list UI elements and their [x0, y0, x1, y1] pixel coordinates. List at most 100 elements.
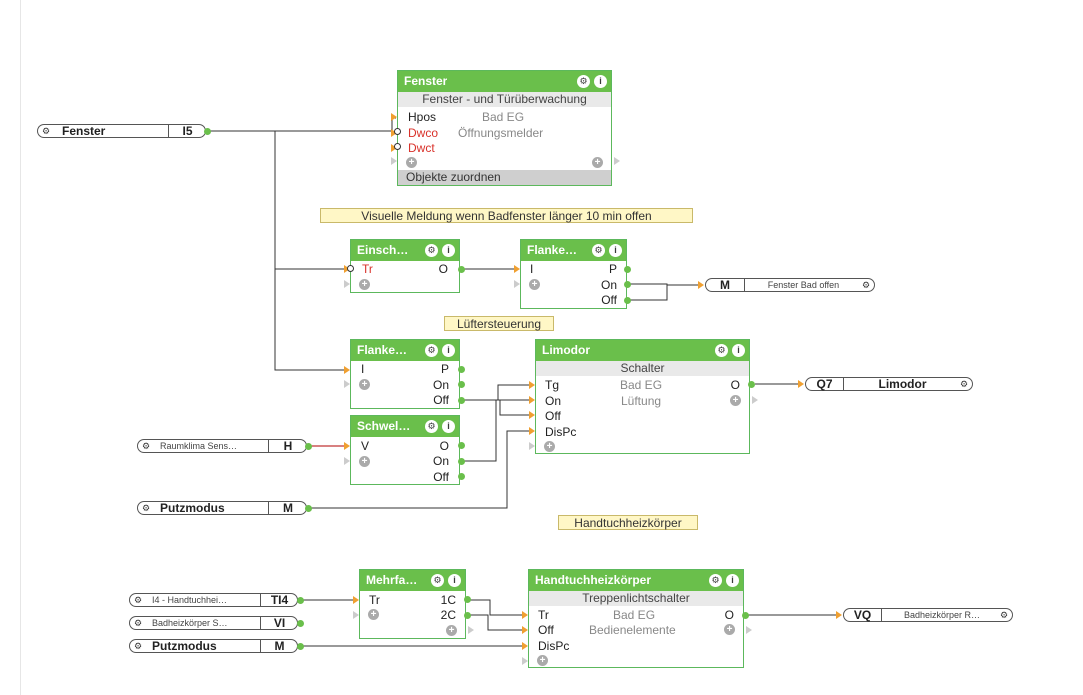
gear-icon[interactable]: ⚙	[141, 441, 151, 451]
plus-icon[interactable]: +	[359, 456, 370, 467]
output-1c[interactable]: 1C	[440, 593, 456, 607]
object-raumklima[interactable]: ⚙ Raumklima Sens… H	[137, 439, 307, 453]
plus-icon[interactable]: +	[359, 379, 370, 390]
plus-icon[interactable]: +	[368, 609, 379, 620]
block-header[interactable]: Limodor ⚙ i	[536, 340, 749, 361]
output-dot[interactable]	[464, 612, 471, 619]
input-pin[interactable]	[798, 380, 804, 388]
info-icon[interactable]: i	[732, 344, 745, 357]
input-i[interactable]: I	[530, 262, 534, 276]
plus-icon[interactable]: +	[730, 395, 741, 406]
gear-icon[interactable]: ⚙	[141, 503, 151, 513]
gear-icon[interactable]: ⚙	[425, 420, 438, 433]
gear-icon[interactable]: ⚙	[709, 574, 722, 587]
block-limodor[interactable]: Limodor ⚙ i Schalter Tg On Off DisPc Bad…	[535, 339, 750, 454]
gear-icon[interactable]: ⚙	[133, 595, 143, 605]
gear-icon[interactable]: ⚙	[425, 244, 438, 257]
block-handtuch[interactable]: Handtuchheizkörper ⚙ i Treppenlichtschal…	[528, 569, 744, 668]
input-i[interactable]: I	[361, 362, 365, 376]
output-2c[interactable]: 2C	[440, 608, 456, 622]
object-putzmodus-1[interactable]: ⚙ Putzmodus M	[137, 501, 307, 515]
plus-icon[interactable]: +	[592, 157, 603, 168]
gear-icon[interactable]: ⚙	[133, 618, 143, 628]
info-icon[interactable]: i	[726, 574, 739, 587]
block-header[interactable]: Einsch… ⚙ i	[351, 240, 459, 261]
output-off[interactable]: Off	[433, 470, 449, 484]
output-dot[interactable]	[458, 381, 465, 388]
gear-icon[interactable]: ⚙	[715, 344, 728, 357]
input-dwct[interactable]: Dwct	[408, 141, 435, 155]
block-header[interactable]: Schwel… ⚙ i	[351, 416, 459, 437]
output-o[interactable]: O	[730, 378, 740, 392]
input-hpos[interactable]: Hpos	[408, 110, 437, 124]
block-header[interactable]: Mehrfa… ⚙ i	[360, 570, 465, 591]
gear-icon[interactable]: ⚙	[41, 126, 51, 136]
object-limodor-output[interactable]: Q7 Limodor ⚙	[805, 377, 973, 391]
gear-icon[interactable]: ⚙	[861, 280, 871, 290]
output-dot[interactable]	[297, 597, 304, 604]
input-pin[interactable]	[353, 596, 359, 604]
assign-objects-button[interactable]: Objekte zuordnen	[398, 170, 611, 185]
block-fenster[interactable]: Fenster ⚙ i Fenster - und Türüberwachung…	[397, 70, 612, 186]
input-pin[interactable]	[529, 411, 535, 419]
input-pin[interactable]	[522, 626, 528, 634]
input-pin-empty[interactable]	[344, 380, 350, 388]
input-pin[interactable]	[836, 611, 842, 619]
gear-icon[interactable]: ⚙	[425, 344, 438, 357]
output-on[interactable]: On	[600, 278, 617, 292]
output-pin-empty[interactable]	[752, 396, 758, 404]
plus-icon[interactable]: +	[544, 441, 555, 452]
block-header[interactable]: Flanke… ⚙ i	[521, 240, 626, 261]
block-header[interactable]: Handtuchheizkörper ⚙ i	[529, 570, 743, 591]
plus-icon[interactable]: +	[406, 157, 417, 168]
output-dot[interactable]	[624, 281, 631, 288]
output-dot[interactable]	[458, 397, 465, 404]
output-dot[interactable]	[464, 596, 471, 603]
output-dot[interactable]	[748, 381, 755, 388]
output-dot[interactable]	[458, 266, 465, 273]
input-on[interactable]: On	[545, 394, 562, 408]
block-schwellwert[interactable]: Schwel… ⚙ i V O On Off +	[350, 415, 460, 485]
output-dot[interactable]	[305, 505, 312, 512]
object-fenster-bad-offen[interactable]: M Fenster Bad offen ⚙	[705, 278, 875, 292]
output-dot[interactable]	[624, 266, 631, 273]
output-pin-empty[interactable]	[614, 157, 620, 165]
info-icon[interactable]: i	[442, 244, 455, 257]
object-badheizkoerper-s[interactable]: ⚙ Badheizkörper S… VI	[129, 616, 298, 630]
output-p[interactable]: P	[440, 362, 449, 376]
output-dot[interactable]	[458, 366, 465, 373]
gear-icon[interactable]: ⚙	[577, 75, 590, 88]
output-dot[interactable]	[742, 612, 749, 619]
input-pin-empty[interactable]	[514, 280, 520, 288]
object-fenster-input[interactable]: ⚙ Fenster I5	[37, 124, 206, 138]
output-dot[interactable]	[204, 128, 211, 135]
output-on[interactable]: On	[432, 454, 449, 468]
output-off[interactable]: Off	[601, 293, 617, 307]
input-pin-empty[interactable]	[353, 611, 359, 619]
block-flanke-2[interactable]: Flanke… ⚙ i I P On Off +	[350, 339, 460, 409]
input-dispc[interactable]: DisPc	[545, 425, 577, 439]
input-tr[interactable]: Tr	[362, 262, 373, 276]
output-dot[interactable]	[458, 473, 465, 480]
info-icon[interactable]: i	[609, 244, 622, 257]
input-pin-empty[interactable]	[529, 442, 535, 450]
input-pin[interactable]	[529, 396, 535, 404]
input-pin[interactable]	[522, 642, 528, 650]
gear-icon[interactable]: ⚙	[592, 244, 605, 257]
output-dot[interactable]	[624, 297, 631, 304]
input-pin[interactable]	[391, 113, 397, 121]
input-pin[interactable]	[529, 427, 535, 435]
input-pin[interactable]	[344, 366, 350, 374]
input-pin[interactable]	[514, 265, 520, 273]
object-badheizkoerper-r[interactable]: VQ Badheizkörper R… ⚙	[843, 608, 1013, 622]
input-tr[interactable]: Tr	[369, 593, 380, 607]
info-icon[interactable]: i	[448, 574, 461, 587]
block-mehrfach[interactable]: Mehrfa… ⚙ i Tr 1C 2C + +	[359, 569, 466, 639]
gear-icon[interactable]: ⚙	[999, 610, 1009, 620]
output-dot[interactable]	[458, 458, 465, 465]
output-dot[interactable]	[297, 643, 304, 650]
output-o[interactable]: O	[724, 608, 734, 622]
input-tr[interactable]: Tr	[538, 608, 549, 622]
input-v[interactable]: V	[361, 439, 370, 453]
output-pin-empty[interactable]	[468, 626, 474, 634]
